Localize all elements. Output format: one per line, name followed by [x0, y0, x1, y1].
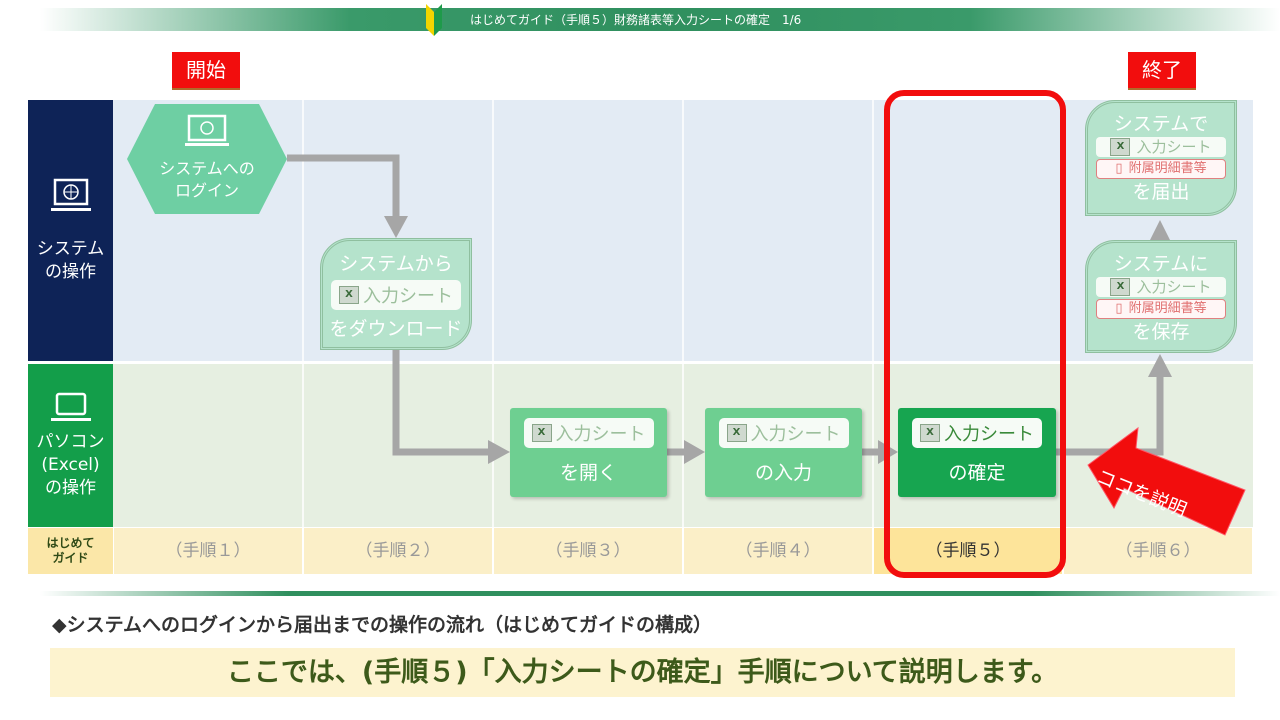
login-text: ログイン — [174, 181, 239, 200]
lane-label-text: ガイド — [52, 551, 89, 565]
pdf-label: 附属明細書等 — [1128, 301, 1207, 316]
lane-label-system: システム の操作 — [28, 100, 113, 361]
divider — [40, 591, 1280, 596]
lane-label-guide: はじめてガイド — [28, 528, 113, 574]
confirm-bottom: の確定 — [948, 462, 1006, 484]
pdf-icon: ▯ — [1115, 161, 1123, 176]
banner: ここでは、(手順５)「入力シートの確定」手順について説明します。 — [50, 648, 1235, 697]
save-top: システムに — [1113, 253, 1209, 275]
file-label: 入力シート — [944, 424, 1034, 445]
lane-label-text: パソコン — [36, 432, 105, 452]
open-bottom: を開く — [559, 462, 617, 484]
download-bottom: をダウンロード — [329, 318, 463, 340]
file-label: 入力シート — [750, 424, 841, 445]
excel-file-chip: X 入力シート — [1096, 277, 1226, 297]
login-text: システムへの — [159, 159, 255, 178]
pdf-icon: ▯ — [1115, 301, 1123, 316]
pdf-file-chip: ▯ 附属明細書等 — [1096, 299, 1226, 319]
lane-label-text: の操作 — [45, 261, 96, 282]
file-label: 入力シート — [1136, 138, 1212, 156]
excel-icon: X — [339, 286, 359, 304]
header-title: はじめてガイド（手順５）財務諸表等入力シートの確定 1/6 — [470, 13, 802, 27]
lane-label-text: (Excel) — [41, 455, 100, 475]
step-4[interactable]: （手順４） — [684, 528, 872, 574]
save-shape[interactable]: システムに X 入力シート ▯ 附属明細書等 を保存 — [1085, 240, 1237, 353]
submit-shape[interactable]: システムで X 入力シート ▯ 附属明細書等 を届出 — [1085, 100, 1237, 216]
step5-highlight-frame — [884, 90, 1066, 578]
callout-arrow-icon — [1087, 426, 1246, 536]
lane-label-pc: パソコン (Excel) の操作 — [28, 364, 113, 527]
lane-label-text: はじめて — [46, 536, 95, 550]
download-top: システムから — [339, 253, 453, 275]
monitor-globe-icon — [50, 178, 91, 211]
excel-icon: X — [1110, 138, 1131, 156]
end-tag: 終了 — [1128, 52, 1196, 90]
header-bar — [40, 8, 1280, 31]
pdf-file-chip: ▯ 附属明細書等 — [1096, 159, 1226, 179]
pdf-label: 附属明細書等 — [1128, 161, 1207, 176]
excel-icon: X — [1110, 278, 1131, 296]
save-bottom: を保存 — [1132, 321, 1190, 343]
file-label: 入力シート — [363, 286, 453, 307]
step-1[interactable]: （手順１） — [114, 528, 302, 574]
step-3[interactable]: （手順３） — [494, 528, 682, 574]
start-tag: 開始 — [172, 52, 240, 90]
input-bottom: の入力 — [754, 462, 812, 484]
excel-icon: X — [726, 424, 747, 442]
subtitle: ◆システムへのログインから届出までの操作の流れ（はじめてガイドの構成） — [52, 614, 713, 636]
beginner-leaf-icon — [426, 4, 442, 36]
excel-icon: X — [531, 424, 552, 442]
submit-top: システムで — [1113, 113, 1209, 135]
lane-label-text: システム — [36, 238, 105, 259]
step-5[interactable]: （手順５） — [874, 528, 1062, 574]
lane-label-text: の操作 — [45, 478, 96, 498]
file-label: 入力シート — [555, 424, 646, 445]
laptop-icon — [50, 392, 91, 421]
step-2[interactable]: （手順２） — [304, 528, 492, 574]
step-6[interactable]: （手順６） — [1064, 528, 1252, 574]
file-label: 入力シート — [1136, 278, 1212, 296]
login-hexagon[interactable] — [127, 104, 287, 214]
excel-file-chip: X 入力シート — [1096, 137, 1226, 157]
submit-bottom: を届出 — [1132, 181, 1190, 203]
login-label: システムへのログイン — [127, 158, 287, 202]
excel-icon: X — [920, 424, 940, 442]
